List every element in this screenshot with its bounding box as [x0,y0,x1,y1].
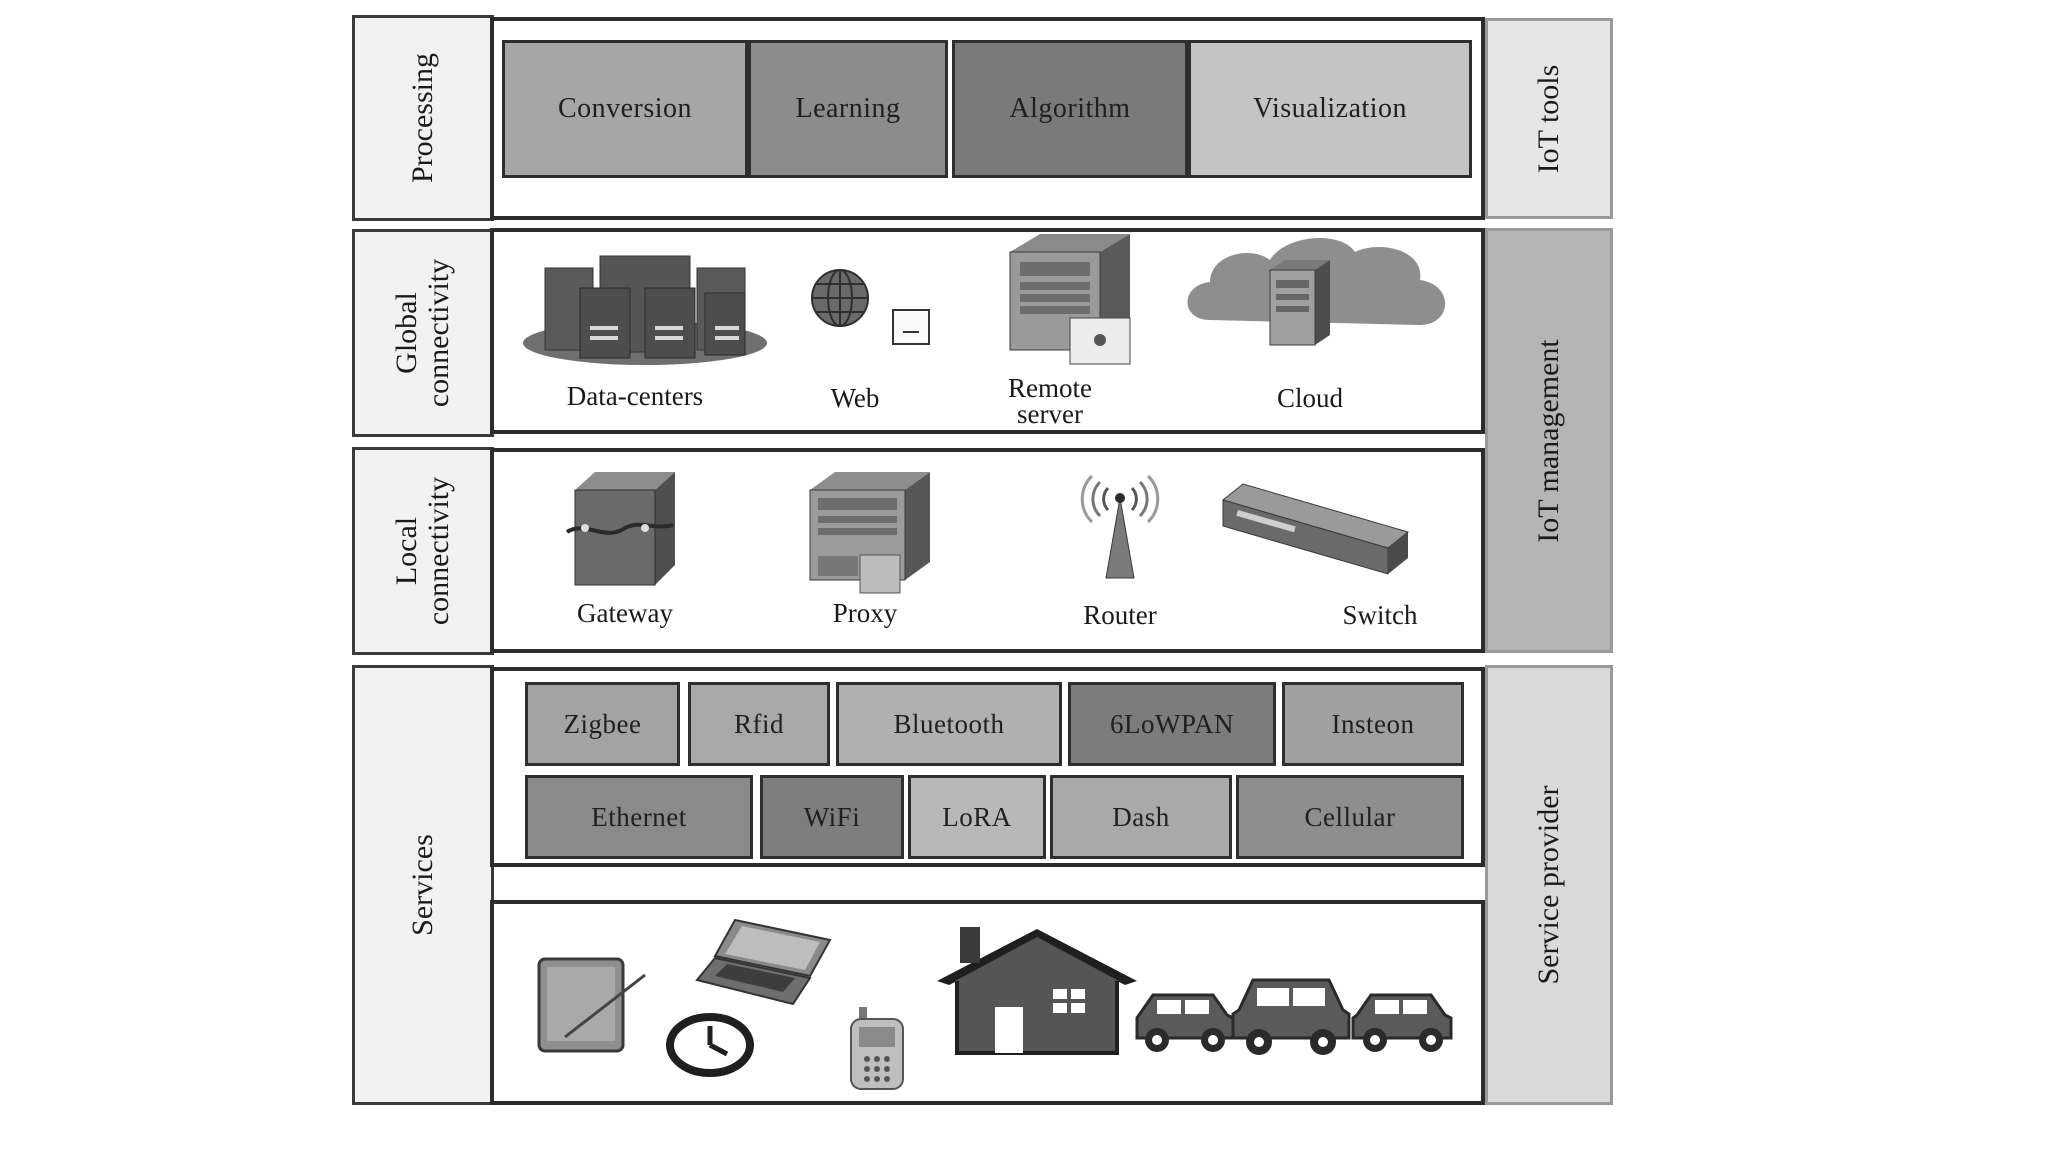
local-connectivity-label: Local connectivity [390,476,455,626]
network-switch-icon [1221,483,1410,575]
service-provider-label: Service provider [1532,785,1565,985]
local-label-line1: Local [390,516,423,586]
remote-server-caption-line1: Remote [1008,373,1092,403]
globe-icon [811,269,930,345]
processing-cell-learning: Learning [748,40,948,178]
protocol-zigbee: Zigbee [525,682,680,766]
gateway-caption: Gateway [577,598,673,628]
router-antenna-icon [1080,474,1160,579]
cloud-server-icon [1187,238,1446,346]
iot-tools-column: IoT tools [1485,18,1613,219]
house-icon [937,927,1137,1055]
iot-management-label: IoT management [1532,338,1565,543]
services-layer-label: Services [352,665,494,1105]
cloud-caption: Cloud [1276,383,1343,413]
proxy-server-icon [809,472,930,594]
protocol-lora: LoRA [908,775,1046,859]
tablet-icon [537,957,646,1053]
router-caption: Router [1083,600,1157,630]
services-label: Services [406,834,439,936]
protocol-ethernet: Ethernet [525,775,753,859]
mobile-phone-icon [850,1007,904,1090]
proxy-caption: Proxy [832,598,898,628]
service-provider-column: Service provider [1485,665,1613,1105]
processing-cell-conversion: Conversion [502,40,748,178]
protocol-6lowpan: 6LoWPAN [1068,682,1276,766]
processing-layer-label: Processing [352,15,494,221]
cars-icon [1135,978,1453,1055]
protocol-bluetooth: Bluetooth [836,682,1062,766]
protocol-dash: Dash [1050,775,1232,859]
switch-caption: Switch [1342,600,1418,630]
global-label-line2: connectivity [422,258,455,408]
processing-label: Processing [406,53,439,183]
global-connectivity-layer-label: Global connectivity [352,229,494,437]
laptop-icon [695,918,832,1006]
global-connectivity-label: Global connectivity [390,258,455,408]
remote-server-caption-line2: server [1017,399,1083,429]
local-label-line2: connectivity [422,476,455,626]
local-connectivity-layer-label: Local connectivity [352,447,494,655]
remote-server-caption: Remote server [975,373,1125,429]
protocol-insteon: Insteon [1282,682,1464,766]
clock-icon [666,1013,754,1077]
protocol-cellular: Cellular [1236,775,1464,859]
gateway-icon [565,472,675,586]
processing-cell-visualization: Visualization [1188,40,1472,178]
iot-tools-label: IoT tools [1532,64,1565,173]
global-label-line1: Global [390,292,423,374]
web-caption: Web [830,383,880,413]
processing-cell-algorithm: Algorithm [952,40,1188,178]
data-centers-icon [523,255,767,365]
protocol-wifi: WiFi [760,775,904,859]
remote-server-icon [1009,234,1131,365]
protocol-rfid: Rfid [688,682,830,766]
iot-management-column: IoT management [1485,228,1613,653]
data-centers-caption: Data-centers [566,381,704,411]
